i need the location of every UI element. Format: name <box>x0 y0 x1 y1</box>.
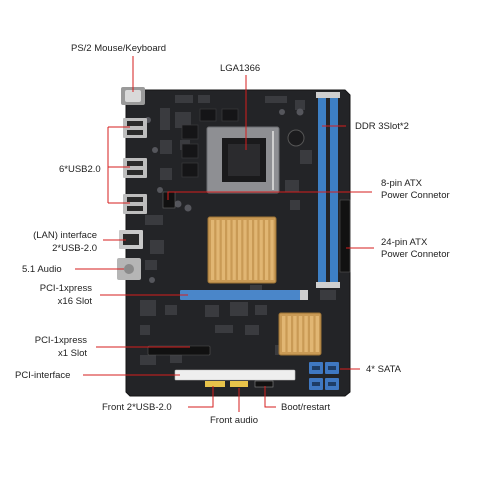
ps2-port-icon <box>121 87 145 105</box>
southbridge-heatsink <box>278 312 322 356</box>
label-front-usb: Front 2*USB-2.0 <box>102 402 172 413</box>
label-lga1366: LGA1366 <box>220 63 260 74</box>
label-lan-line2: 2*USB-2.0 <box>52 243 97 254</box>
northbridge-heatsink <box>207 216 277 284</box>
heatsink-fin <box>232 220 236 280</box>
heatsink-fin <box>298 316 303 352</box>
heatsink-fin <box>211 220 215 280</box>
label-atx24-line2: Power Connetor <box>381 249 450 260</box>
label-sata: 4* SATA <box>366 364 402 375</box>
heatsink-fin <box>238 220 242 280</box>
heatsink-fin <box>243 220 247 280</box>
label-pcie16-line2: x16 Slot <box>58 296 93 307</box>
heatsink-fin <box>227 220 231 280</box>
sata-port <box>309 362 323 374</box>
label-atx8-line2: Power Connetor <box>381 190 450 201</box>
usb-stack <box>123 158 147 178</box>
label-pcie1-line2: x1 Slot <box>58 348 87 359</box>
heatsink-fin <box>293 316 297 352</box>
label-atx8-line1: 8-pin ATX <box>381 178 423 189</box>
label-usb6: 6*USB2.0 <box>59 164 101 175</box>
pci-slot <box>174 369 296 381</box>
label-front-audio: Front audio <box>210 415 258 426</box>
cpu-socket-lga1366 <box>206 126 305 194</box>
sata-port <box>325 362 339 374</box>
callout-atx8 <box>167 191 372 200</box>
callout-boot <box>264 386 276 408</box>
label-ps2: PS/2 Mouse/Keyboard <box>71 43 166 54</box>
heatsink-fin <box>282 316 286 352</box>
heatsink-fin <box>248 220 252 280</box>
atx-8pin-connector <box>162 191 176 209</box>
heatsink-fin <box>259 220 263 280</box>
label-pci: PCI-interface <box>15 370 70 381</box>
label-pcie16-line1: PCI-1xpress <box>40 283 93 294</box>
callout-front-usb <box>188 386 214 408</box>
pcie-x16-slot <box>180 290 308 300</box>
audio-jack-icon <box>117 258 141 280</box>
heatsink-fin <box>287 316 291 352</box>
heatsink-fin <box>254 220 258 280</box>
heatsink-fin <box>310 316 314 352</box>
heatsink-fin <box>221 220 225 280</box>
pcb-components <box>140 95 336 365</box>
lan-port-icon <box>119 230 143 249</box>
label-lan-line1: (LAN) interface <box>33 230 97 241</box>
front-headers <box>205 380 274 388</box>
sata-ports <box>309 362 339 390</box>
usb-stack <box>123 118 147 138</box>
usb-stack <box>123 194 147 214</box>
usb-port-icon <box>123 118 147 214</box>
label-atx24-line1: 24-pin ATX <box>381 237 428 248</box>
sata-port <box>325 378 339 390</box>
heatsink-fin <box>315 316 319 352</box>
label-boot: Boot/restart <box>281 402 330 413</box>
heatsink-fin <box>216 220 220 280</box>
ddr3-slots <box>316 92 340 288</box>
atx-24pin-connector <box>339 199 351 273</box>
sata-port <box>309 378 323 390</box>
callout-lines <box>75 56 374 412</box>
labels: PS/2 Mouse/Keyboard LGA1366 DDR 3Slot*2 … <box>15 43 450 426</box>
vrm-chokes <box>181 108 239 178</box>
heatsink-fin <box>265 220 269 280</box>
label-audio51: 5.1 Audio <box>22 264 62 275</box>
pcie-x1-slot <box>147 345 211 356</box>
label-ddr3: DDR 3Slot*2 <box>355 121 409 132</box>
heatsink-fin <box>270 220 274 280</box>
heatsink-fin <box>304 316 308 352</box>
label-pcie1-line1: PCI-1xpress <box>35 335 88 346</box>
